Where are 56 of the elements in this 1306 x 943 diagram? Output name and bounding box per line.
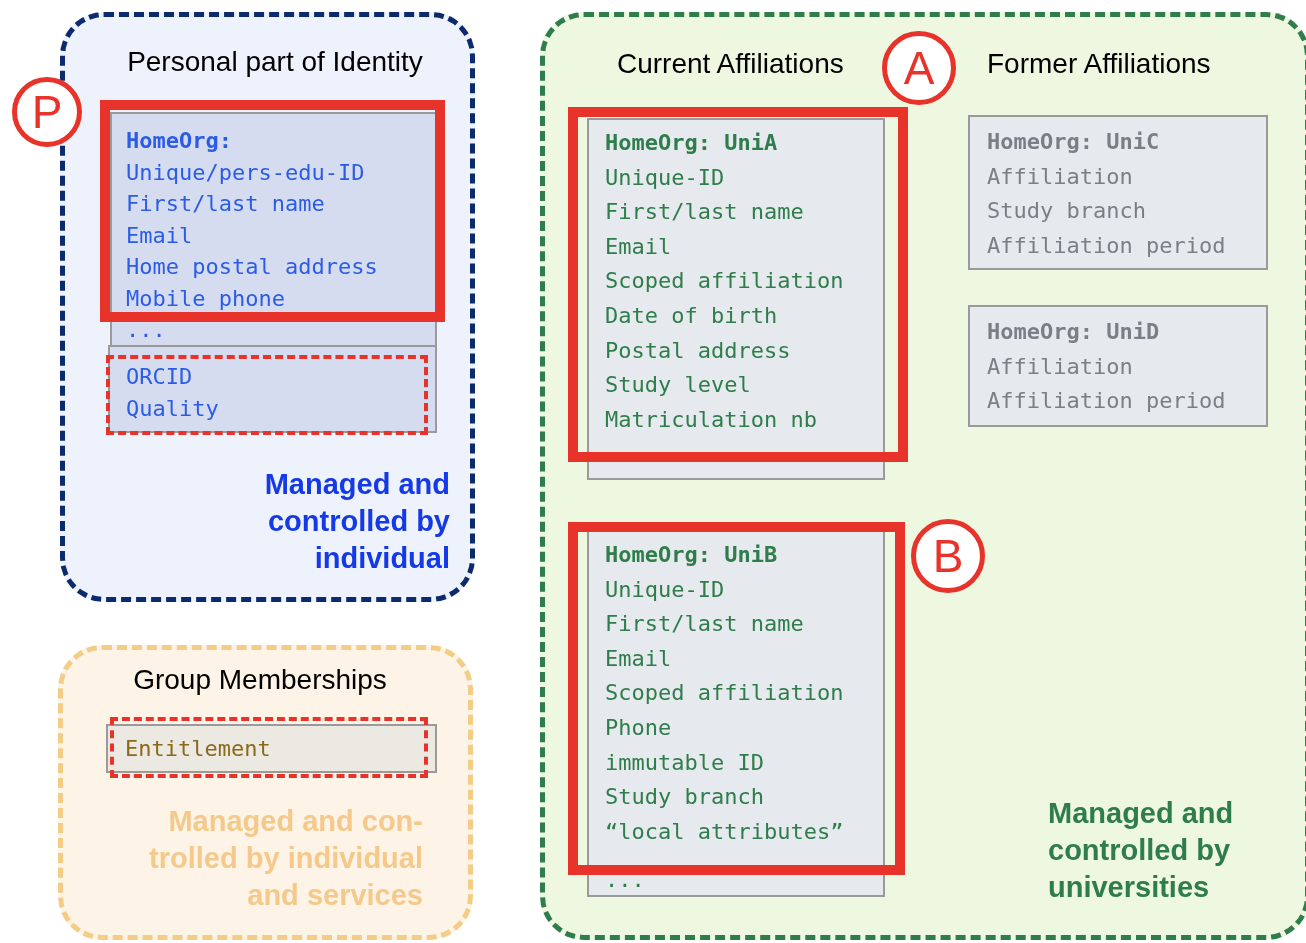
attribute-text: Email xyxy=(605,645,672,671)
attribute-text: First/last name xyxy=(126,191,325,216)
attribute-text: Affiliation xyxy=(987,163,1133,189)
panel-heading: Current Affiliations xyxy=(617,48,844,79)
attribute-text: Affiliation period xyxy=(987,232,1226,258)
group-panel xyxy=(540,12,1306,940)
attribute-text: Phone xyxy=(605,714,672,740)
attribute-text: Email xyxy=(605,233,672,259)
attribute-text: Postal address xyxy=(605,337,791,363)
attribute-text: “local attributes” xyxy=(605,818,844,844)
attribute-text: HomeOrg: UniA xyxy=(605,130,778,155)
attribute-text: First/last name xyxy=(605,199,804,225)
attribute-text: Study branch xyxy=(605,784,764,810)
group-panel xyxy=(58,645,473,940)
attribute-text: Unique-ID xyxy=(605,576,725,602)
attribute-text: Home postal address xyxy=(126,254,378,279)
panel-note: Managed and controlled by universities xyxy=(1048,797,1234,903)
attribute-text: Affiliation xyxy=(987,353,1133,379)
attribute-text: ... xyxy=(126,317,166,342)
attribute-text: Scoped affiliation xyxy=(605,680,844,706)
attribute-text: HomeOrg: UniB xyxy=(605,542,778,567)
attribute-text: HomeOrg: xyxy=(126,128,232,153)
attribute-text: immutable ID xyxy=(605,749,764,775)
attribute-card xyxy=(968,305,1268,427)
attribute-text: Scoped affiliation xyxy=(605,268,844,294)
attribute-card xyxy=(110,112,437,347)
attribute-card xyxy=(587,530,885,897)
attribute-text: First/last name xyxy=(605,611,804,637)
attribute-text: Date of birth xyxy=(605,302,778,328)
attribute-text: ORCID xyxy=(126,364,193,389)
marker-circle: B xyxy=(911,519,985,593)
marker-circle: P xyxy=(12,77,82,147)
attribute-text: Mobile phone xyxy=(126,285,285,311)
attribute-text: HomeOrg: UniD xyxy=(987,319,1160,344)
attribute-card xyxy=(106,724,437,773)
attribute-text: Entitlement xyxy=(125,736,271,761)
attribute-text: HomeOrg: UniC xyxy=(987,129,1160,154)
attribute-card xyxy=(587,118,885,480)
attribute-card xyxy=(968,115,1268,270)
attribute-text: Study level xyxy=(605,372,751,398)
attribute-text: Unique/pers-edu-ID xyxy=(126,159,365,185)
marker-circle: A xyxy=(882,31,956,105)
attribute-text: Unique-ID xyxy=(605,164,725,190)
attribute-text: Affiliation period xyxy=(987,388,1226,414)
attribute-text: Study branch xyxy=(987,198,1146,224)
attribute-card xyxy=(108,345,437,433)
panel-note: Managed and con-trolled by individual and services xyxy=(149,805,423,911)
attribute-text: Email xyxy=(126,222,193,248)
attribute-text: ... xyxy=(605,867,645,893)
attribute-text: Matriculation nb xyxy=(605,406,817,432)
panel-heading: Personal part of Identity xyxy=(127,46,423,77)
panel-heading: Former Affiliations xyxy=(987,48,1211,79)
attribute-text: Quality xyxy=(126,395,219,421)
panel-note: Managed and controlled by individual xyxy=(264,468,450,574)
panel-heading: Group Memberships xyxy=(133,664,387,695)
group-panel xyxy=(60,12,475,602)
